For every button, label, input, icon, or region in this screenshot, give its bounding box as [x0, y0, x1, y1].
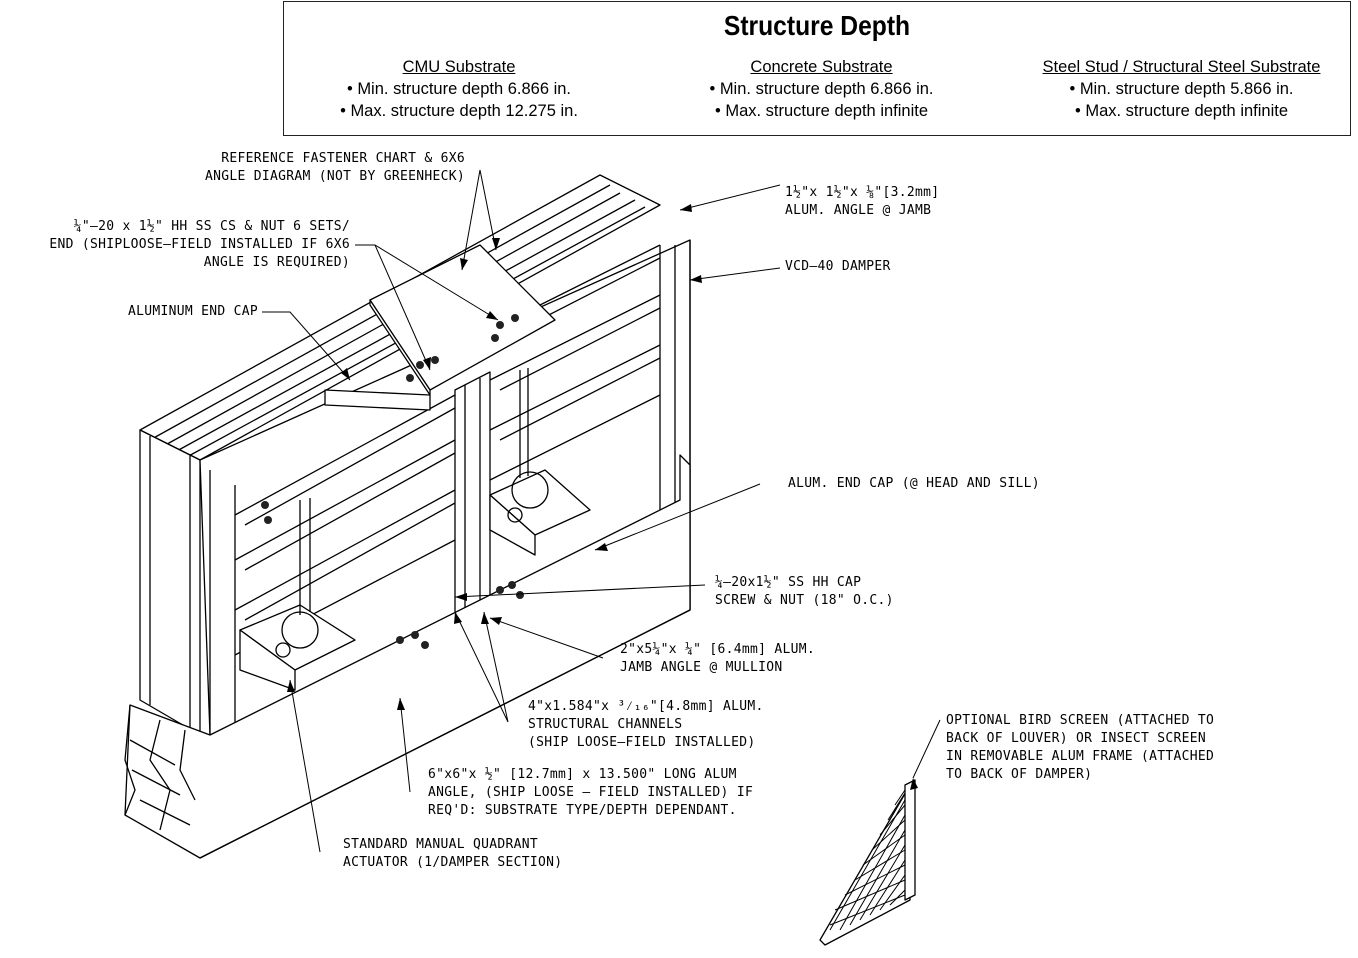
label-hh-ss-cs-nut: ¼"–20 x 1½" HH SS CS & NUT 6 SETS/END (S…: [49, 219, 350, 270]
label-structural-channels: 4"x1.584"x ³⁄₁₆"[4.8mm] ALUM.STRUCTURAL …: [528, 699, 764, 750]
column-heading: Steel Stud / Structural Steel Substrate: [1042, 58, 1321, 76]
label-aluminum-end-cap: ALUMINUM END CAP: [127, 304, 258, 319]
steel-substrate-column: Steel Stud / Structural Steel Substrate …: [1009, 56, 1354, 122]
label-end-cap-head-sill: ALUM. END CAP (@ HEAD AND SILL): [788, 476, 1040, 491]
column-heading: Concrete Substrate: [750, 58, 893, 76]
label-alum-angle-jamb: 1½"x 1½"x ⅛"[3.2mm]ALUM. ANGLE @ JAMB: [785, 185, 940, 218]
max-depth: • Max. structure depth 12.275 in.: [340, 102, 578, 120]
column-heading: CMU Substrate: [402, 58, 516, 76]
min-depth: • Min. structure depth 6.866 in.: [346, 80, 572, 98]
max-depth: • Max. structure depth infinite: [714, 102, 929, 120]
structure-depth-box: Structure Depth CMU Substrate • Min. str…: [283, 1, 1351, 136]
label-vcd-40-damper: VCD–40 DAMPER: [785, 259, 891, 274]
min-depth: • Min. structure depth 5.866 in.: [1069, 80, 1294, 98]
label-jamb-angle-mullion: 2"x5¼"x ¼" [6.4mm] ALUM.JAMB ANGLE @ MUL…: [620, 642, 816, 675]
box-title: Structure Depth: [723, 10, 911, 41]
min-depth: • Min. structure depth 6.866 in.: [709, 80, 934, 98]
concrete-substrate-column: Concrete Substrate • Min. structure dept…: [644, 56, 999, 122]
max-depth: • Max. structure depth infinite: [1074, 102, 1289, 120]
cmu-substrate-column: CMU Substrate • Min. structure depth 6.8…: [284, 56, 634, 122]
